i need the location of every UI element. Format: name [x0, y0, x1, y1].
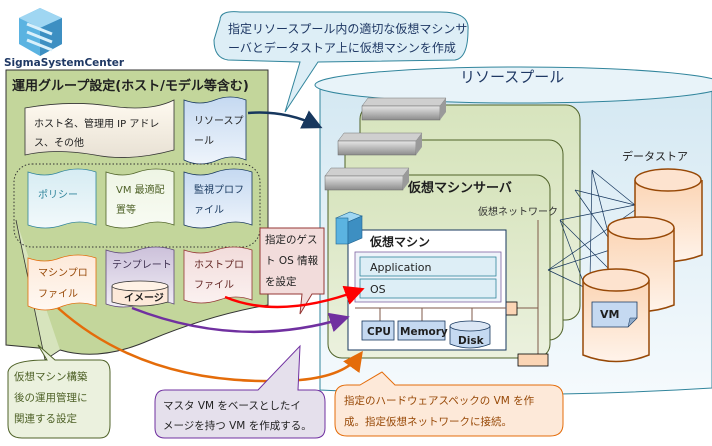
callout-top	[213, 11, 469, 113]
template-label: テンプレート	[112, 259, 172, 271]
vm-tower-icon	[335, 211, 363, 245]
machine-profile-line1: マシンプロ	[38, 267, 88, 279]
callout-hw-line2: 成。指定仮想ネットワークに接続。	[344, 415, 512, 428]
vm-placement-line2: 置等	[116, 203, 136, 216]
callout-template-line2: メージを持つ VM を作成する。	[163, 419, 312, 432]
operations-settings-group	[13, 163, 261, 248]
policy-doc[interactable]	[27, 168, 97, 229]
template-arrow	[131, 306, 350, 334]
cpu-label: CPU	[367, 326, 391, 338]
callout-top-line2: ーバとデータストア上に仮想マシンを作成	[228, 40, 456, 55]
image-cylinder	[111, 280, 169, 307]
cpu-box	[361, 320, 395, 341]
vm-title: 仮想マシン	[369, 234, 430, 249]
host-profile-line1: ホストプロ	[194, 259, 244, 271]
os-label: OS	[370, 283, 386, 296]
vm-placement-doc[interactable]	[105, 168, 175, 229]
server-icon-3	[324, 167, 410, 191]
callout-ops-line1: 仮想マシン構築	[14, 370, 88, 383]
policy-label: ポリシー	[38, 189, 78, 201]
callout-ops-line3: 関連する設定	[14, 412, 77, 425]
resource-pool-arrow	[247, 110, 323, 129]
resource-pool-doc-line2: ール	[194, 136, 214, 147]
machine-profile-arrow	[57, 307, 363, 383]
datastore-links	[547, 169, 636, 301]
datastore-title: データストア	[622, 149, 688, 163]
virtual-network-label: 仮想ネットワーク	[478, 205, 558, 218]
callout-guest-line3: を設定	[265, 275, 297, 288]
monitor-profile-doc[interactable]	[183, 168, 253, 229]
host-info-line1: ホスト名、管理用 IP アドレ	[34, 117, 159, 130]
logo-text: SigmaSystemCenter	[4, 57, 125, 69]
resource-pool-doc-line1: リソースプ	[194, 115, 244, 127]
application-layer	[359, 256, 497, 277]
callout-ops-line2: 後の運用管理に	[14, 391, 88, 404]
resource-pool-doc[interactable]	[183, 96, 247, 165]
machine-profile-line2: ファイル	[38, 289, 78, 300]
physical-nic-port	[517, 353, 549, 367]
callout-operations	[7, 344, 111, 439]
monitor-profile-line2: ァイル	[194, 205, 224, 216]
host-info-doc	[24, 99, 175, 158]
disk-label: Disk	[458, 335, 485, 347]
server-icon-2	[337, 132, 423, 156]
group-panel-title: 運用グループ設定(ホスト/モデル等含む)	[12, 78, 249, 94]
machine-profile-doc[interactable]	[27, 254, 97, 311]
vnic-port	[505, 301, 518, 316]
callout-guest-line1: 指定のゲス	[265, 233, 318, 246]
memory-box	[397, 320, 446, 341]
memory-label: Memory	[400, 326, 448, 338]
vm-file-label: VM	[600, 308, 619, 321]
disk-cylinder	[449, 320, 491, 349]
vm-file-icon	[591, 301, 638, 328]
callout-template	[154, 344, 326, 439]
image-label: イメージ	[124, 292, 164, 304]
callout-template-line1: マスタ VM をベースとしたイ	[163, 400, 301, 412]
vm-server-title: 仮想マシンサーバ	[407, 180, 512, 196]
host-profile-line2: ファイル	[194, 280, 234, 291]
host-info-line2: ス、その他	[34, 136, 84, 149]
vm-placement-line1: VM 最適配	[116, 183, 165, 196]
host-profile-doc[interactable]	[183, 246, 253, 304]
host-profile-arrow	[224, 285, 365, 309]
resource-pool-title: リソースプール	[460, 68, 564, 86]
sigma-logo-icon	[19, 8, 62, 56]
application-label: Application	[370, 261, 431, 274]
callout-hardware	[334, 371, 564, 437]
callout-guest-line2: ト OS 情報	[265, 254, 319, 267]
monitor-profile-line1: 監視プロフ	[194, 183, 244, 196]
callout-hw-line1: 指定のハードウェアスペックの VM を作	[344, 394, 535, 407]
callout-top-line1: 指定リソースプール内の適切な仮想マシンサ	[228, 21, 467, 36]
server-icon-1	[361, 97, 447, 121]
